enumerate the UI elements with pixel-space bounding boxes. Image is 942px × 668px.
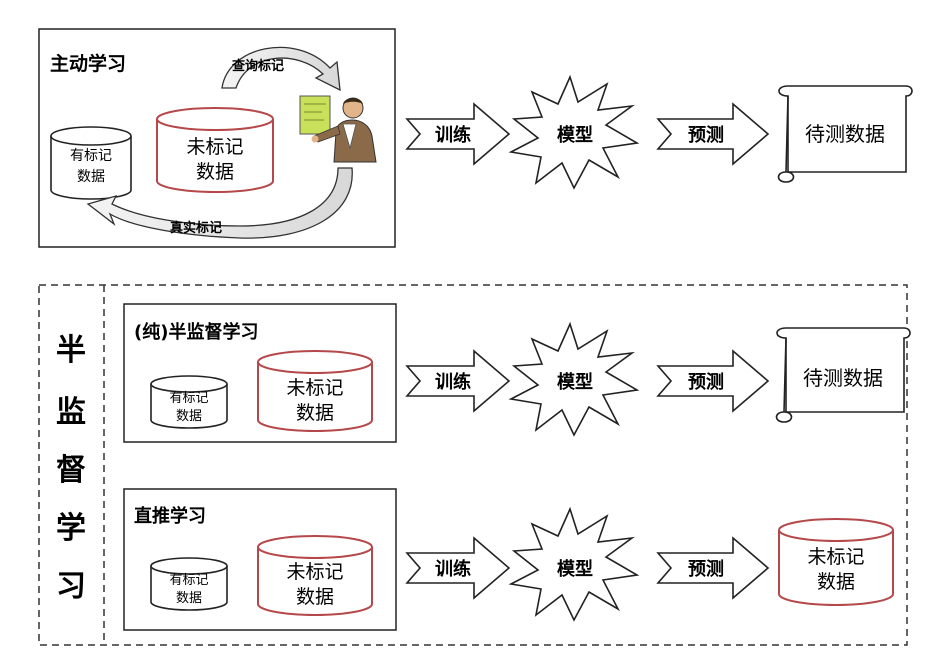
active-train-arrow: 训练 xyxy=(405,102,511,166)
active-labeled-line1: 有标记 xyxy=(70,148,112,164)
transductive-labeled-line1: 有标记 xyxy=(169,573,208,588)
transductive-title: 直推学习 xyxy=(134,505,206,527)
transductive-unlabeled-line2: 数据 xyxy=(296,586,334,608)
pure-model-label: 模型 xyxy=(557,371,593,393)
pure-labeled-cylinder: 有标记 数据 xyxy=(150,375,228,429)
transductive-output-line2: 数据 xyxy=(817,571,855,593)
transductive-predict-arrow: 预测 xyxy=(656,536,770,600)
transductive-model-burst: 模型 xyxy=(508,506,640,622)
transductive-train-arrow: 训练 xyxy=(405,536,511,600)
pure-labeled-line2: 数据 xyxy=(176,409,202,424)
active-output-label: 待测数据 xyxy=(805,122,885,146)
true-label-text: 真实标记 xyxy=(170,220,222,236)
active-learning-title: 主动学习 xyxy=(50,52,126,75)
pure-train-arrow: 训练 xyxy=(405,349,511,413)
semi-label-char-4: 学 xyxy=(56,511,86,546)
active-model-label: 模型 xyxy=(557,124,593,146)
active-predict-label: 预测 xyxy=(688,124,724,146)
semi-label-char-5: 习 xyxy=(56,569,86,604)
pure-semi-title: (纯)半监督学习 xyxy=(134,321,258,343)
active-learning-panel: 主动学习 有标记 数据 未标记 数据 查询标记 xyxy=(38,28,396,248)
transductive-model-label: 模型 xyxy=(557,558,593,580)
pure-model-burst: 模型 xyxy=(508,321,640,437)
active-predict-arrow: 预测 xyxy=(656,102,770,166)
active-output-scroll: 待测数据 xyxy=(777,85,913,183)
pure-predict-label: 预测 xyxy=(688,371,724,393)
pure-labeled-line1: 有标记 xyxy=(169,391,208,406)
transductive-output-line1: 未标记 xyxy=(807,546,864,568)
pure-semi-panel: (纯)半监督学习 有标记 数据 未标记 数据 xyxy=(123,303,397,443)
active-unlabeled-line2: 数据 xyxy=(196,161,234,183)
semi-label-char-2: 监 xyxy=(56,395,86,430)
transductive-panel: 直推学习 有标记 数据 未标记 数据 xyxy=(123,488,397,631)
semi-label-char-3: 督 xyxy=(56,453,86,488)
transductive-unlabeled-line1: 未标记 xyxy=(286,561,343,583)
true-label-arrow: 真实标记 xyxy=(86,167,353,239)
query-arrow: 查询标记 xyxy=(221,46,341,92)
transductive-train-label: 训练 xyxy=(435,558,471,580)
active-labeled-cylinder: 有标记 数据 xyxy=(50,126,132,200)
pure-unlabeled-cylinder: 未标记 数据 xyxy=(257,350,373,432)
active-unlabeled-cylinder: 未标记 数据 xyxy=(156,107,274,193)
transductive-predict-label: 预测 xyxy=(688,558,724,580)
active-model-burst: 模型 xyxy=(508,74,640,190)
transductive-unlabeled-cylinder: 未标记 数据 xyxy=(257,535,373,616)
pure-unlabeled-line2: 数据 xyxy=(296,402,334,424)
expert-figure-icon xyxy=(299,95,377,163)
active-unlabeled-line1: 未标记 xyxy=(186,136,243,158)
semi-label-char-1: 半 xyxy=(56,333,86,368)
pure-output-label: 待测数据 xyxy=(803,366,883,390)
semi-supervised-group: 半 监 督 学 习 xyxy=(38,284,908,646)
pure-train-label: 训练 xyxy=(435,371,471,393)
query-label: 查询标记 xyxy=(231,58,284,74)
transductive-output-cylinder: 未标记 数据 xyxy=(778,518,894,606)
transductive-labeled-line2: 数据 xyxy=(176,591,202,606)
active-labeled-line2: 数据 xyxy=(77,169,105,185)
active-train-label: 训练 xyxy=(435,124,471,146)
pure-predict-arrow: 预测 xyxy=(656,349,770,413)
pure-unlabeled-line1: 未标记 xyxy=(286,377,343,399)
pure-output-scroll: 待测数据 xyxy=(775,327,911,423)
transductive-labeled-cylinder: 有标记 数据 xyxy=(150,557,228,611)
